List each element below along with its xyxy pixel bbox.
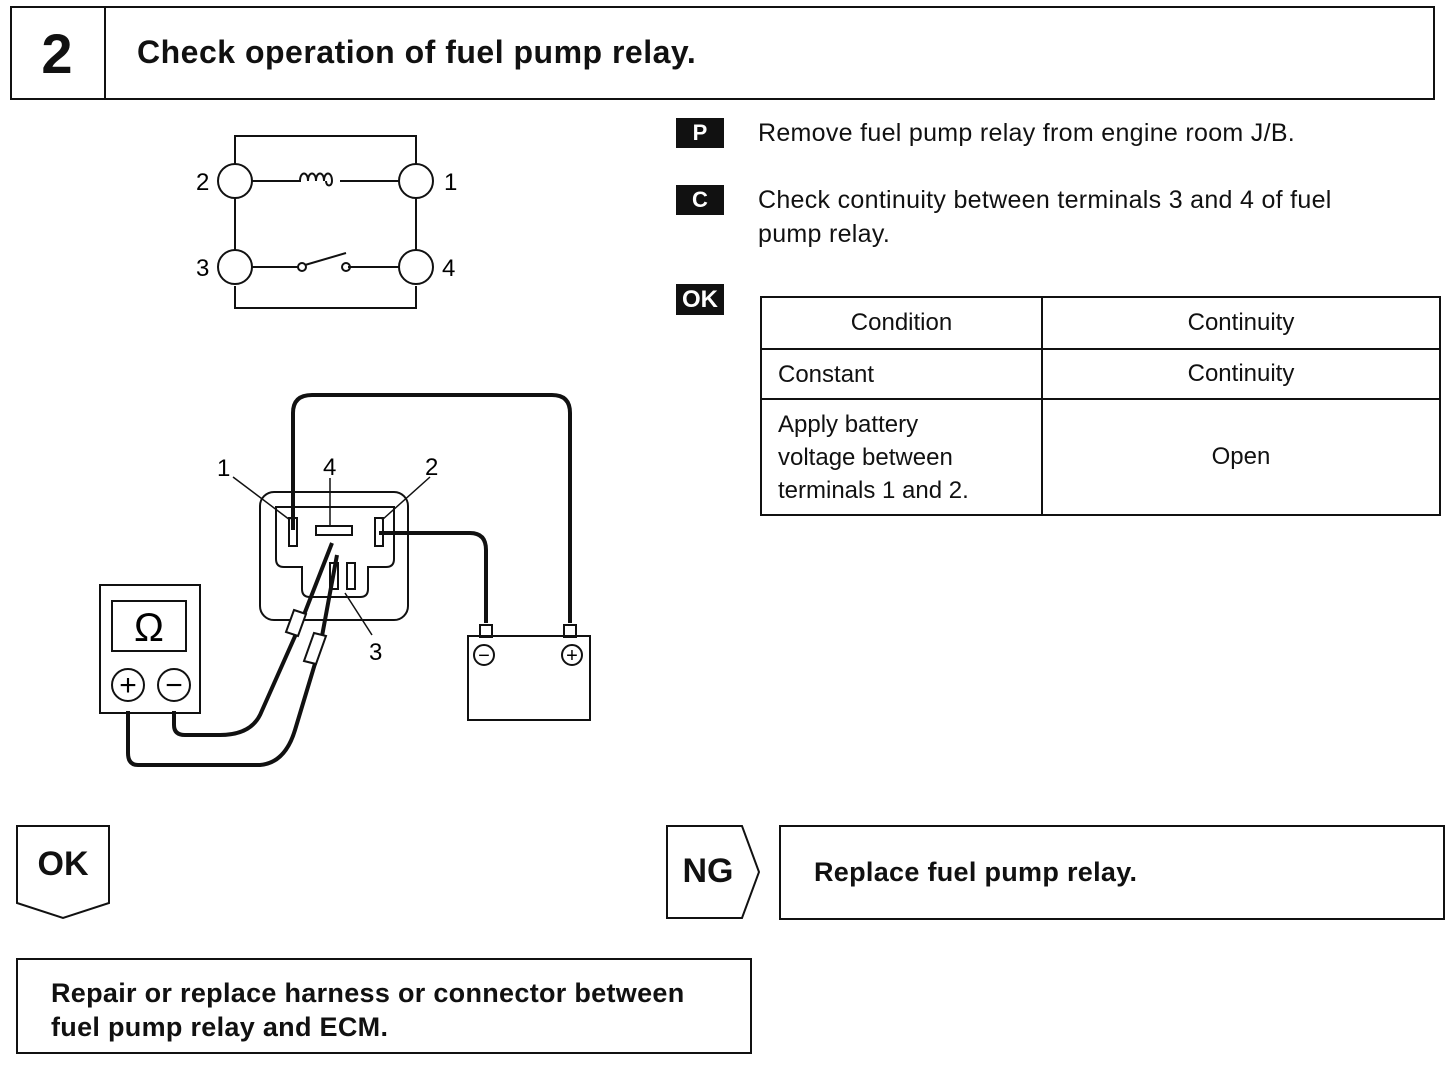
probe-tip-icon — [302, 631, 328, 666]
wire-terminal2-to-battery-minus — [379, 531, 488, 623]
schematic-label-2: 2 — [196, 169, 209, 196]
ohmmeter-body — [99, 584, 201, 714]
meter-plus-circle — [111, 668, 145, 702]
ok-action-line: fuel pump relay and ECM. — [51, 1012, 389, 1042]
relay-terminal-4 — [315, 525, 353, 536]
table-header-row: Condition Continuity — [760, 296, 1441, 350]
ok-flag — [16, 825, 110, 920]
relay-body — [259, 491, 409, 621]
step-header — [10, 6, 1435, 100]
meter-plus-icon: + — [119, 669, 137, 702]
test-diagram: 1 4 2 3 Ω + − − + — [99, 393, 591, 767]
table-cell-condition: Constant — [760, 348, 1043, 400]
table-cell-condition: Apply battery voltage between terminals … — [760, 398, 1043, 516]
continuity-table: Condition Continuity Constant Continuity… — [760, 296, 1441, 516]
meter-minus-circle — [157, 668, 191, 702]
table-cell-continuity: Continuity — [1041, 348, 1441, 400]
instruction-remove: Remove fuel pump relay from engine room … — [758, 119, 1296, 147]
table-header-continuity: Continuity — [1041, 296, 1441, 350]
schematic-outer-wire-bottom — [234, 286, 417, 309]
switch-contact-left — [297, 262, 307, 272]
schematic-label-4: 4 — [442, 255, 455, 282]
leader-1 — [232, 476, 291, 521]
terminal-4-circle — [398, 249, 434, 285]
table-row: Apply battery voltage between terminals … — [760, 398, 1441, 516]
battery-terminal-minus — [479, 624, 493, 638]
meter-minus-icon: − — [165, 669, 183, 702]
ng-label: NG — [682, 852, 734, 890]
ng-action-box: Replace fuel pump relay. — [779, 825, 1445, 920]
ok-label: OK — [37, 845, 89, 883]
ok-action-box: Repair or replace harness or connector b… — [16, 958, 752, 1054]
table-row: Constant Continuity — [760, 348, 1441, 400]
battery-plus-icon: + — [566, 645, 578, 667]
condition-line: Apply battery — [778, 410, 919, 438]
instruction-check-line2: pump relay. — [758, 220, 891, 248]
relay-schematic: 2 1 3 4 — [196, 135, 457, 309]
coil-icon — [252, 172, 399, 187]
schematic-outer-wire-top — [234, 135, 417, 164]
battery-minus-circle — [473, 644, 495, 666]
ok-action-line: Repair or replace harness or connector b… — [51, 978, 685, 1008]
battery-terminal-plus — [563, 624, 577, 638]
terminal-1-circle — [398, 163, 434, 199]
terminal-2-circle — [217, 163, 253, 199]
step-title: Check operation of fuel pump relay. — [137, 34, 697, 70]
ng-action-text: Replace fuel pump relay. — [814, 857, 1138, 887]
diagram-label-4: 4 — [323, 454, 336, 481]
badge-p: P — [676, 118, 724, 148]
switch-contact-right — [341, 262, 351, 272]
ng-flag — [666, 825, 761, 919]
diagram-label-1: 1 — [217, 455, 230, 482]
relay-socket-outline — [275, 506, 395, 598]
leader-2 — [381, 476, 431, 521]
wire-terminal1-to-battery-plus — [291, 393, 572, 623]
instruction-check-line1: Check continuity between terminals 3 and… — [758, 186, 1332, 214]
probe-lead-minus — [172, 542, 334, 737]
battery-minus-icon: − — [478, 645, 490, 667]
diagram-label-3: 3 — [369, 639, 382, 666]
switch-blade-icon — [304, 252, 347, 266]
relay-terminal-3b — [346, 562, 356, 590]
badge-c: C — [676, 185, 724, 215]
ohm-icon: Ω — [134, 606, 164, 650]
schematic-label-1: 1 — [444, 169, 457, 196]
diagram-label-2: 2 — [425, 454, 438, 481]
terminal-3-circle — [217, 249, 253, 285]
table-cell-continuity: Open — [1041, 398, 1441, 516]
battery-plus-circle — [561, 644, 583, 666]
badge-ok: OK — [676, 284, 724, 315]
step-number: 2 — [10, 6, 106, 100]
ohmmeter-display — [111, 600, 187, 652]
battery-body — [467, 635, 591, 721]
probe-tip-icon — [284, 608, 308, 638]
condition-line: terminals 1 and 2. — [778, 476, 969, 504]
leader-3 — [344, 592, 373, 636]
table-header-condition: Condition — [760, 296, 1043, 350]
condition-line: voltage between — [778, 443, 953, 471]
schematic-label-3: 3 — [196, 255, 209, 282]
probe-lead-plus — [126, 554, 339, 767]
